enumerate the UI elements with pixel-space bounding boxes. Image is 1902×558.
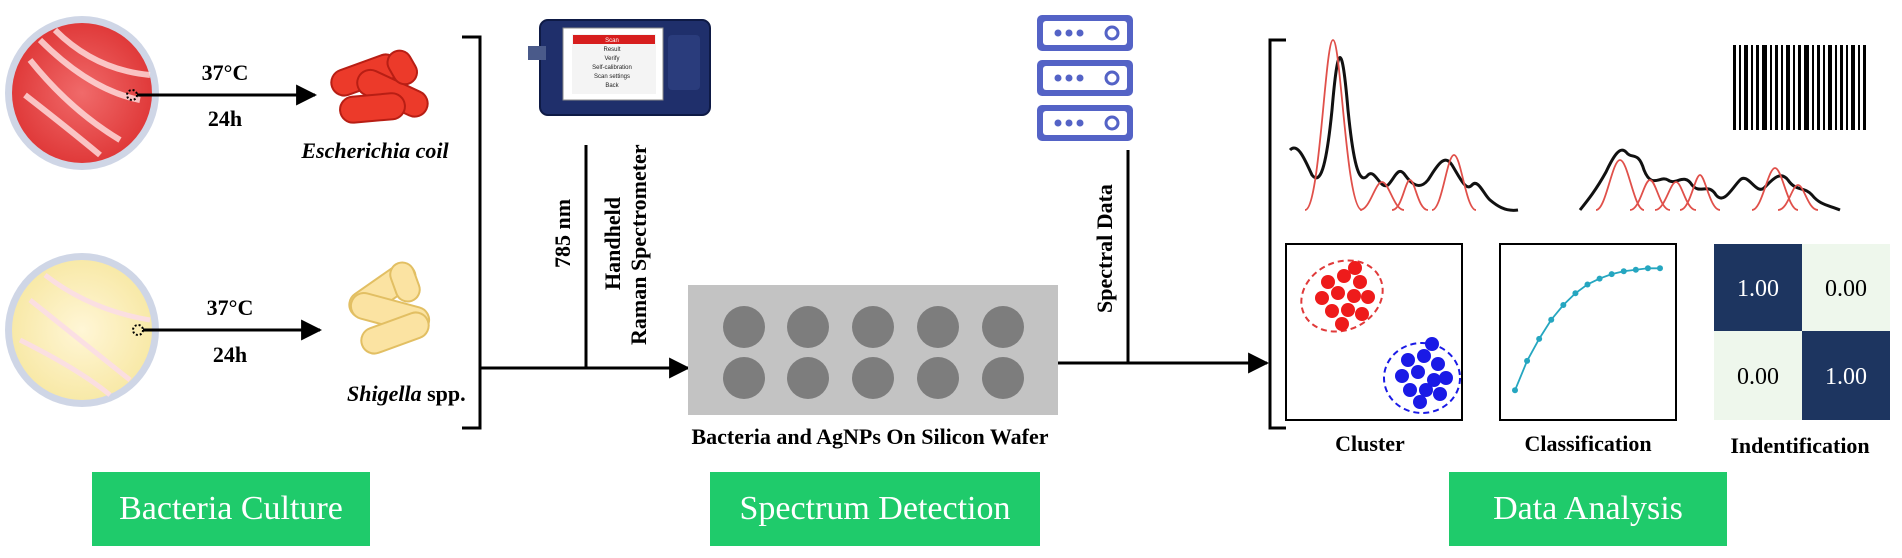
classification-point: [1632, 266, 1639, 273]
classification-point: [1620, 268, 1627, 275]
device-label-line1: Handheld: [600, 197, 625, 290]
classification-point: [1644, 265, 1651, 272]
cluster-panel: [1285, 243, 1463, 421]
barcode-icon: [1733, 45, 1866, 130]
identification-label: Indentification: [1730, 433, 1869, 458]
matrix-cell: 1.00: [1825, 364, 1867, 390]
menu-item: Scan: [605, 38, 619, 44]
cluster-label: Cluster: [1335, 431, 1405, 456]
classification-point: [1536, 335, 1543, 342]
shigella-bacteria-icon: [348, 261, 431, 355]
blue-cluster-points: [1395, 337, 1453, 409]
identification-matrix: 1.00 0.00 0.00 1.00: [1714, 244, 1890, 420]
wafer-well: [852, 357, 894, 399]
stage-analysis-label: Data Analysis: [1449, 472, 1727, 546]
matrix-cell: 0.00: [1737, 364, 1779, 390]
wafer-well: [787, 306, 829, 348]
menu-item: Scan settings: [594, 74, 630, 80]
menu-item: Back: [605, 83, 619, 89]
wafer-well: [982, 357, 1024, 399]
device-label-line2: Raman Spectrometer: [626, 144, 651, 345]
menu-item: Verify: [604, 56, 619, 62]
shigella-petri-dish: [5, 253, 159, 407]
wafer-well: [917, 306, 959, 348]
wafer-well: [982, 306, 1024, 348]
matrix-cell: 1.00: [1737, 276, 1779, 302]
classification-point: [1572, 290, 1579, 297]
ecoli-temp: 37°C: [202, 60, 249, 85]
menu-item: Self-calibration: [592, 65, 632, 71]
wafer-well: [852, 306, 894, 348]
red-cluster-points: [1315, 261, 1375, 331]
shigella-time: 24h: [213, 342, 247, 367]
classification-point: [1584, 281, 1591, 288]
classification-panel: [1499, 243, 1677, 421]
classification-point: [1560, 302, 1567, 309]
classification-points: [1512, 265, 1663, 394]
shigella-temp: 37°C: [207, 295, 254, 320]
wafer-well: [723, 306, 765, 348]
analysis-bracket: [1268, 38, 1286, 430]
ecoli-time: 24h: [208, 106, 242, 131]
ecoli-petri-dish: [5, 16, 159, 170]
menu-item: Result: [603, 47, 620, 53]
classification-point: [1608, 271, 1615, 278]
classification-point: [1596, 275, 1603, 282]
matrix-cell: 0.00: [1825, 276, 1867, 302]
spectrometer-menu: Scan Result Verify Self-calibration Scan…: [573, 35, 655, 89]
ecoli-bacteria-icon: [330, 49, 429, 124]
server-icon: [1037, 15, 1133, 141]
stage-detection-label: Spectrum Detection: [710, 472, 1040, 546]
wafer-label: Bacteria and AgNPs On Silicon Wafer: [691, 424, 1048, 449]
wafer-wells: [723, 306, 1024, 399]
classification-point: [1524, 357, 1531, 364]
classification-point: [1512, 387, 1518, 394]
classification-point: [1657, 265, 1663, 272]
classification-label: Classification: [1524, 431, 1651, 456]
shigella-label: Shigella spp.: [347, 381, 466, 406]
ecoli-label: Escherichia coil: [300, 138, 449, 163]
culture-bracket: [462, 35, 482, 430]
spectral-data-label: Spectral Data: [1092, 184, 1117, 313]
raman-spectrum: [1288, 39, 1841, 212]
wafer-well: [917, 357, 959, 399]
wavelength-label: 785 nm: [550, 199, 575, 268]
classification-point: [1548, 316, 1555, 323]
wafer-well: [723, 357, 765, 399]
wafer-well: [787, 357, 829, 399]
stage-culture-label: Bacteria Culture: [92, 472, 370, 546]
